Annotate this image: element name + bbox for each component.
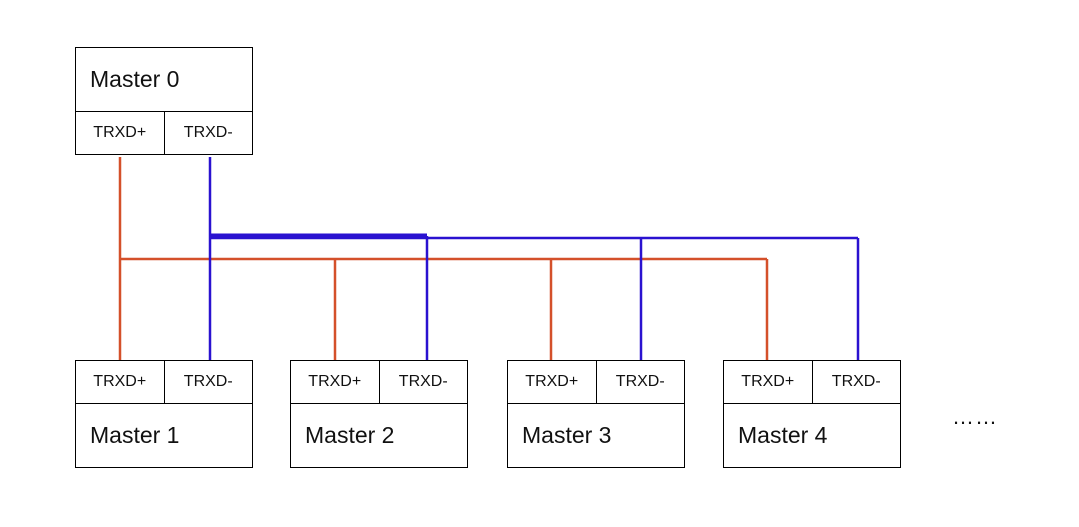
- master-2-pins: TRXD+ TRXD-: [291, 361, 467, 404]
- trxd-plus-trunk-line: [118, 157, 767, 360]
- master-1-trxd-minus-pin: TRXD-: [163, 361, 253, 403]
- master-3-label: Master 3: [522, 422, 612, 448]
- trxd-minus-bus: [208, 157, 860, 360]
- master-2-trxd-minus-pin: TRXD-: [378, 361, 468, 403]
- master-1-box: TRXD+ TRXD- Master 1: [75, 360, 253, 468]
- master-4-trxd-plus-pin: TRXD+: [741, 373, 795, 390]
- master-0-box: Master 0 TRXD+ TRXD-: [75, 47, 253, 155]
- master-3-pins: TRXD+ TRXD-: [508, 361, 684, 404]
- master-3-trxd-plus-pin: TRXD+: [525, 373, 579, 390]
- master-0-label: Master 0: [90, 66, 180, 92]
- master-4-label: Master 4: [738, 422, 828, 448]
- more-masters-ellipsis: ……: [952, 404, 998, 429]
- master-4-pins: TRXD+ TRXD-: [724, 361, 900, 404]
- master-1-pins: TRXD+ TRXD-: [76, 361, 252, 404]
- master-0-trxd-plus-pin: TRXD+: [93, 124, 147, 141]
- master-4-trxd-minus-pin: TRXD-: [811, 361, 901, 403]
- master-0-trxd-minus-pin: TRXD-: [163, 112, 253, 154]
- master-0-pins: TRXD+ TRXD-: [76, 111, 252, 154]
- master-2-label: Master 2: [305, 422, 395, 448]
- master-3-trxd-minus-pin: TRXD-: [595, 361, 685, 403]
- master-4-box: TRXD+ TRXD- Master 4: [723, 360, 901, 468]
- master-1-label: Master 1: [90, 422, 180, 448]
- trxd-plus-bus: [118, 157, 769, 360]
- master-3-box: TRXD+ TRXD- Master 3: [507, 360, 685, 468]
- master-2-trxd-plus-pin: TRXD+: [308, 373, 362, 390]
- master-2-box: TRXD+ TRXD- Master 2: [290, 360, 468, 468]
- master-1-trxd-plus-pin: TRXD+: [93, 373, 147, 390]
